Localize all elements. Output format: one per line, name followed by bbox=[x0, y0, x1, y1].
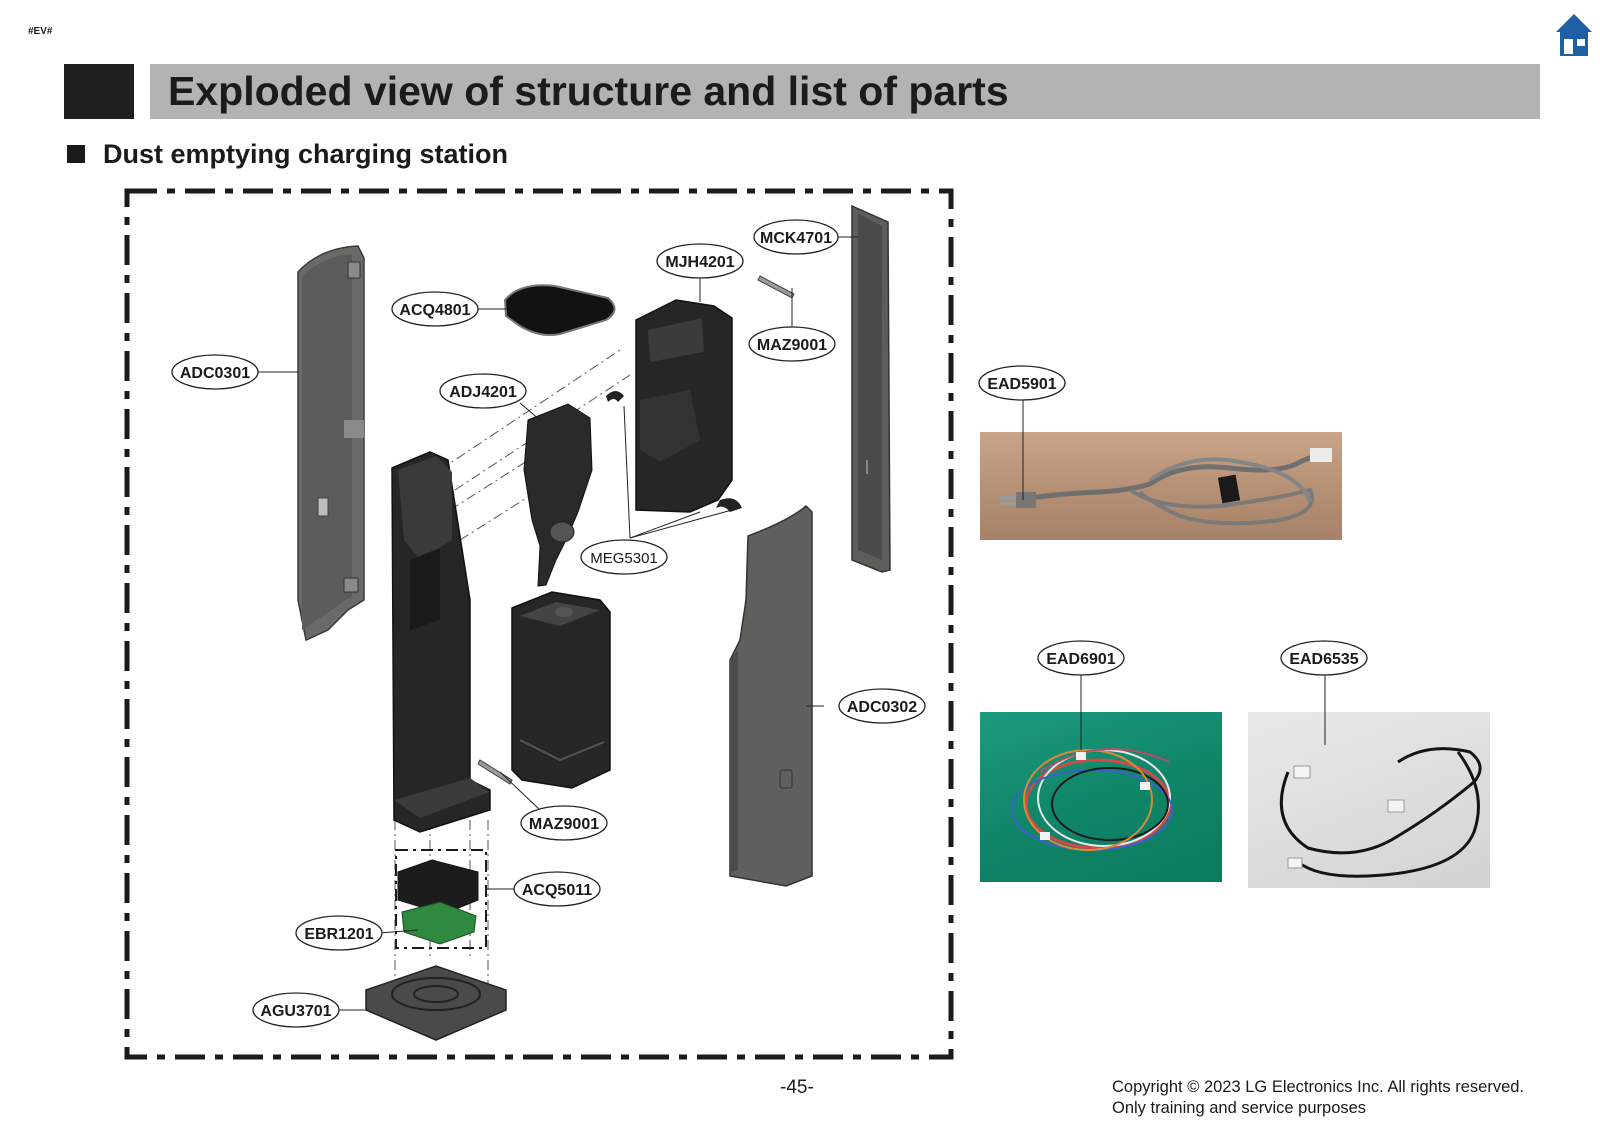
page-title: Exploded view of structure and list of p… bbox=[168, 68, 1009, 114]
exploded-view-diagram: MCK4701 MJH4201 ACQ4801 MAZ9001 ADC0301 … bbox=[124, 188, 954, 1060]
copyright-line-1: Copyright © 2023 LG Electronics Inc. All… bbox=[1112, 1078, 1525, 1096]
motor-assembly bbox=[523, 403, 593, 587]
pcb-group-box bbox=[395, 849, 487, 949]
section-subtitle: Dust emptying charging station bbox=[103, 139, 509, 169]
wire-harness-photo bbox=[980, 712, 1222, 882]
part-label-acq4801: ACQ4801 bbox=[399, 302, 470, 319]
page-number: -45- bbox=[780, 1077, 814, 1098]
dust-bin bbox=[511, 591, 611, 789]
diagram-frame bbox=[124, 188, 954, 1060]
part-label-ebr1201: EBR1201 bbox=[304, 926, 373, 943]
pcb-board bbox=[401, 901, 477, 945]
photo-label-ead5901: EAD5901 bbox=[987, 376, 1056, 393]
part-label-meg5301: MEG5301 bbox=[590, 550, 658, 567]
filter-pad bbox=[503, 284, 616, 336]
part-label-adj4201: ADJ4201 bbox=[449, 384, 517, 401]
copyright-line-2: Only training and service purposes bbox=[1112, 1099, 1367, 1117]
photo-label-ead6901: EAD6901 bbox=[1046, 651, 1115, 668]
label-bubbles bbox=[171, 219, 926, 1028]
document-tag: #EV# bbox=[28, 26, 53, 37]
part-label-acq5011: ACQ5011 bbox=[522, 882, 592, 899]
part-label-mck4701: MCK4701 bbox=[760, 230, 832, 247]
part-label-adc0302: ADC0302 bbox=[847, 699, 917, 716]
title-bar bbox=[150, 64, 1540, 119]
signal-wire-photo bbox=[1248, 712, 1490, 888]
power-cord-photo bbox=[980, 432, 1342, 540]
copyright-notice: Copyright © 2023 LG Electronics Inc. All… bbox=[1112, 1077, 1524, 1119]
leader-lines bbox=[256, 236, 858, 1011]
part-label-maz9001-top: MAZ9001 bbox=[757, 337, 827, 354]
photo-label-ead6535: EAD6535 bbox=[1289, 651, 1358, 668]
section-bullet-icon bbox=[67, 145, 85, 163]
part-label-maz9001-bottom: MAZ9001 bbox=[529, 816, 599, 833]
part-label-mjh4201: MJH4201 bbox=[665, 254, 734, 271]
title-accent-block bbox=[64, 64, 134, 119]
part-label-agu3701: AGU3701 bbox=[260, 1003, 331, 1020]
home-icon[interactable] bbox=[1554, 12, 1594, 58]
pcb-cover bbox=[397, 859, 479, 915]
part-label-adc0301: ADC0301 bbox=[180, 365, 250, 382]
